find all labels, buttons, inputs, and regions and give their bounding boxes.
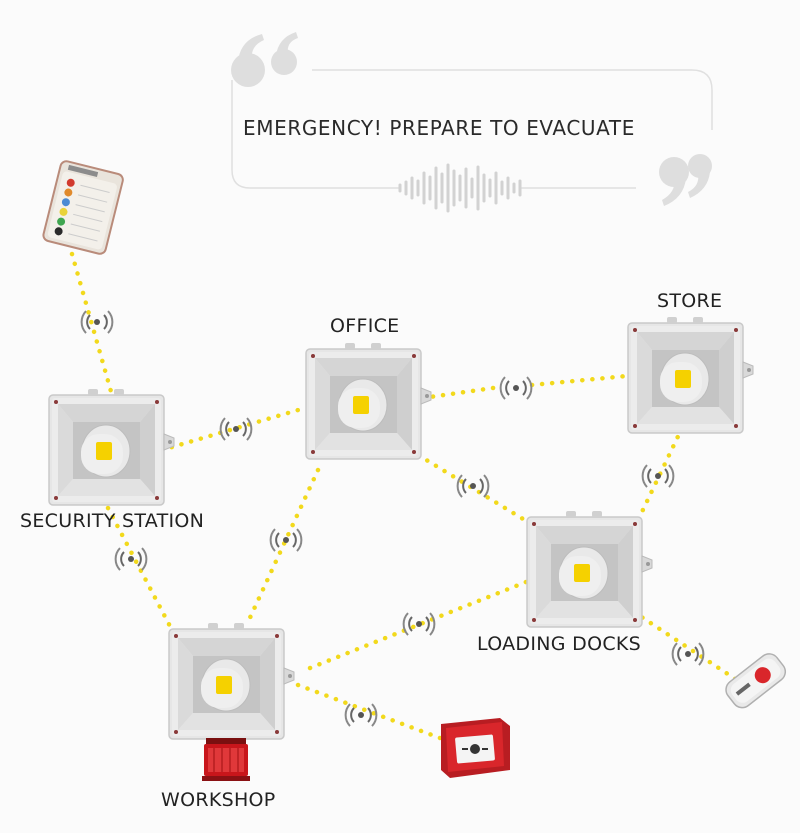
sound-wave-icon [398, 163, 522, 213]
link-line [407, 447, 531, 525]
siren-security-station [48, 388, 175, 506]
node-label-security-station: SECURITY STATION [20, 510, 205, 532]
quote-open-icon [231, 32, 298, 87]
wireless-signal-icon [671, 642, 705, 666]
speech-bubble [231, 32, 713, 213]
wireless-signal-icon [499, 376, 533, 400]
wireless-signal-icon [402, 612, 436, 636]
siren-workshop [168, 622, 295, 740]
remote-control-icon [42, 160, 124, 255]
manual-call-point-icon [441, 718, 510, 778]
node-label-store: STORE [657, 290, 723, 312]
siren-store [627, 316, 754, 434]
wireless-signal-icon [456, 474, 490, 498]
link-line [637, 425, 685, 519]
node-label-loading-docks: LOADING DOCKS [477, 633, 642, 655]
link-line [420, 384, 503, 401]
siren-loading-docks [526, 510, 653, 628]
quote-close-icon [659, 154, 712, 206]
announcement-text: EMERGENCY! PREPARE TO EVACUATE [243, 116, 635, 140]
link-line [631, 609, 755, 693]
link-line [69, 251, 115, 398]
links [69, 251, 755, 741]
node-label-workshop: WORKSHOP [161, 789, 276, 811]
panic-button-icon [725, 653, 787, 709]
node-label-office: OFFICE [330, 315, 400, 337]
link-line [529, 373, 630, 388]
link-line [307, 579, 529, 671]
wireless-signal-icon [641, 464, 675, 488]
siren-office [305, 342, 432, 460]
wireless-signal-icon [344, 703, 378, 727]
wireless-signal-icon [269, 528, 303, 552]
link-line [295, 682, 443, 741]
wireless-signal-icon [219, 417, 253, 441]
wireless-signal-icon [80, 310, 114, 334]
link-line [245, 467, 321, 625]
link-line [105, 505, 175, 633]
red-beacon-icon [202, 738, 250, 781]
